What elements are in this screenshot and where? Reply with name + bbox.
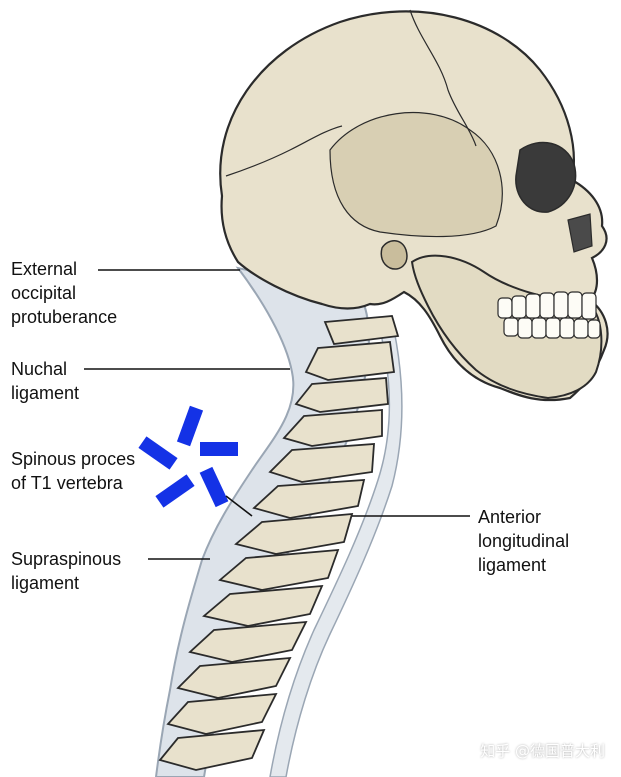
nasal-cavity <box>567 213 593 253</box>
leader-spinous-process <box>225 495 253 517</box>
skull <box>219 9 609 402</box>
label-line: Anterior <box>478 507 542 527</box>
vertebra-t6 <box>158 728 266 771</box>
temporal-shadow <box>329 112 503 238</box>
burst-bar-lower-left <box>155 474 195 508</box>
burst-bar-right <box>200 442 238 456</box>
burst-bar-left <box>138 436 178 470</box>
label-nuchal-ligament: Nuchal ligament <box>11 357 79 405</box>
vertebra-c7 <box>234 512 354 555</box>
label-line: Spinous proces <box>11 449 136 469</box>
label-line: ligament <box>11 573 80 593</box>
label-line: ligament <box>478 555 547 575</box>
vertebra-c1 <box>323 315 400 345</box>
vertebra-t2 <box>202 584 324 627</box>
ear-canal <box>380 240 408 270</box>
label-line: of T1 vertebra <box>11 473 123 493</box>
vertebra-c4 <box>282 409 383 447</box>
label-line: Supraspinous <box>11 549 122 569</box>
vertebra-t5 <box>166 692 278 735</box>
leader-lines <box>84 269 470 560</box>
burst-bar-lower-right <box>199 466 229 508</box>
vertebra-c6 <box>252 479 366 519</box>
watermark: 知乎 @德国普大利 <box>480 742 605 760</box>
lambdoid-suture <box>225 125 343 177</box>
eye-orbit <box>515 141 577 213</box>
label-line: Nuchal <box>11 359 68 379</box>
label-line: External <box>11 259 78 279</box>
label-line: ligament <box>11 383 80 403</box>
label-spinous-process-t1: Spinous proces of T1 vertebra <box>11 447 135 495</box>
upper-teeth <box>497 291 597 320</box>
burst-bar-top <box>176 405 204 447</box>
label-line: occipital <box>11 283 77 303</box>
vertebra-c2 <box>304 341 396 381</box>
label-line: protuberance <box>11 307 118 327</box>
label-external-occipital-protuberance: External occipital protuberance <box>11 257 117 329</box>
label-line: longitudinal <box>478 531 570 551</box>
vertebra-c5 <box>268 443 375 483</box>
blue-burst-marker <box>138 405 238 508</box>
vertebra-t1 <box>218 548 340 591</box>
lower-teeth <box>503 317 601 339</box>
vertebra-t4 <box>176 656 292 699</box>
coronal-suture <box>409 9 477 147</box>
vertebral-column <box>158 315 400 771</box>
label-supraspinous-ligament: Supraspinous ligament <box>11 547 121 595</box>
anterior-ligament-band <box>269 329 403 777</box>
vertebra-t3 <box>188 620 308 663</box>
vertebra-c3 <box>294 377 389 413</box>
label-anterior-longitudinal-ligament: Anterior longitudinal ligament <box>478 505 569 577</box>
